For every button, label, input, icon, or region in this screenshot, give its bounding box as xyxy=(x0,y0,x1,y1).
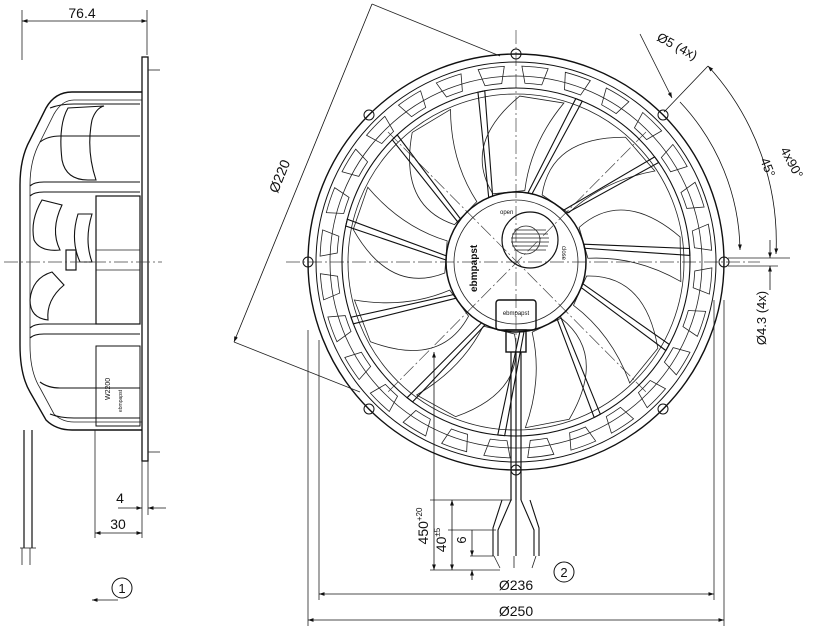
ring-slot xyxy=(344,351,372,381)
strut xyxy=(345,218,447,261)
fan-blade xyxy=(572,275,659,384)
housing-depth-dimension: 30 xyxy=(110,516,126,532)
depth-dimension: 76.4 xyxy=(68,5,95,21)
ring-slot xyxy=(435,73,463,98)
fan-blade xyxy=(524,317,587,429)
vent-grille xyxy=(511,229,549,251)
ring-slot xyxy=(327,315,352,343)
side-brand-label: ebmpapst xyxy=(118,389,124,412)
ring-slot xyxy=(601,87,630,115)
ring-slot xyxy=(691,223,713,251)
fan-blade xyxy=(541,136,656,214)
blade-diameter-dimension: Ø220 xyxy=(266,157,294,195)
fan-blades xyxy=(352,95,682,429)
strip-length-dimension: 40±5 xyxy=(433,527,449,552)
connector-brand: ebmpapst xyxy=(503,311,530,317)
ring-slot xyxy=(682,310,707,337)
view-marker-2 xyxy=(553,561,575,583)
strut xyxy=(527,97,584,195)
hub-inner xyxy=(501,211,559,269)
ring-slot xyxy=(365,115,395,145)
side-model-label: W2200 xyxy=(105,378,112,400)
side-blades xyxy=(29,105,105,321)
fan-blade xyxy=(578,209,682,283)
ring-slot xyxy=(369,383,399,413)
ring-slot xyxy=(483,438,511,459)
fan-blade xyxy=(409,108,478,226)
view-marker-1-label: 1 xyxy=(118,581,125,596)
ring-slot xyxy=(527,437,555,459)
fan-blade xyxy=(352,186,448,279)
strut xyxy=(350,293,457,325)
ring-slot xyxy=(441,428,468,453)
cable-leads xyxy=(492,352,540,569)
fan-blade xyxy=(481,95,565,195)
ring-slot xyxy=(605,406,635,434)
hub-brand: ebmpapst xyxy=(469,244,480,292)
ring-slot xyxy=(319,229,340,257)
hole-diameter-dimension: Ø5 (4x) xyxy=(655,29,700,63)
outer-diameter-dimension: Ø250 xyxy=(499,603,533,619)
ring-slot xyxy=(341,148,369,177)
mount-hole-dimension: Ø4.3 (4x) xyxy=(754,291,769,345)
ring-slot xyxy=(637,379,667,409)
ring-slot xyxy=(633,111,663,141)
hub-open-label: open xyxy=(500,210,513,216)
hub-close-label: close xyxy=(560,246,566,261)
offset-angle-dimension: 45° xyxy=(757,156,778,180)
ring-slot xyxy=(521,65,549,86)
ring-slot xyxy=(325,187,350,214)
ring-slot xyxy=(477,65,505,87)
front-view: open close ebmpapst ebmpapst xyxy=(233,3,806,626)
ring-slot xyxy=(680,181,705,209)
wire-end-dimension: 6 xyxy=(454,536,469,543)
view-marker-2-label: 2 xyxy=(560,565,567,580)
ring-slot xyxy=(569,426,597,451)
side-struts xyxy=(29,103,140,419)
ring-slot xyxy=(564,71,591,96)
motor-body xyxy=(95,195,141,325)
fan-blade xyxy=(415,325,517,418)
ring-slot xyxy=(402,409,431,437)
flange-thickness-dimension: 4 xyxy=(116,490,124,506)
ring-slot xyxy=(660,143,688,173)
view-marker-1 xyxy=(111,577,133,599)
strut xyxy=(582,243,691,257)
side-view: 76.4 W xyxy=(4,5,166,602)
hub xyxy=(445,191,587,333)
strut xyxy=(556,315,602,419)
bolt-circle-dimension: Ø236 xyxy=(499,577,533,593)
ring-slot xyxy=(319,273,341,301)
fan-blade xyxy=(353,289,470,351)
ring-slot xyxy=(397,90,427,118)
strut xyxy=(477,90,494,199)
side-housing xyxy=(19,91,142,431)
strut xyxy=(391,134,462,224)
ring-slots xyxy=(319,65,713,459)
label-plate xyxy=(95,345,141,427)
hole-angle-dimension: 4x90° xyxy=(777,144,806,181)
ring-slot xyxy=(663,347,691,376)
ring-slot xyxy=(692,267,713,295)
strut xyxy=(406,322,487,403)
lead-length-dimension: 450+20 xyxy=(415,507,431,544)
flange xyxy=(141,56,149,462)
